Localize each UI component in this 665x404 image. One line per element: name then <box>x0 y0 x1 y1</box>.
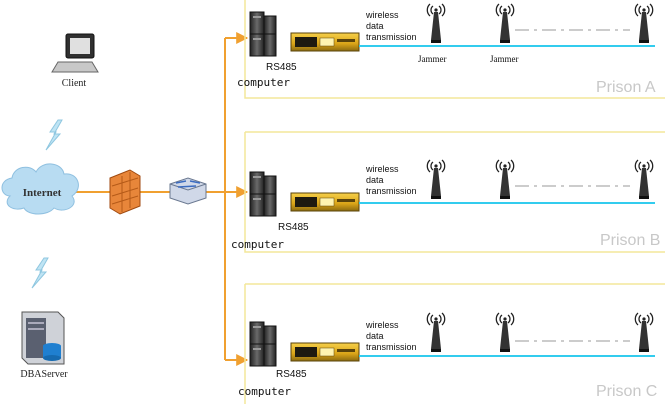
jammer-label: Jammer <box>490 54 519 64</box>
prison-zones <box>244 0 665 404</box>
internet-cloud <box>1 163 79 215</box>
prison-a: wireless data transmission RS485 compute… <box>237 3 656 96</box>
jammer-antenna-icon <box>426 159 446 200</box>
computer-icon <box>249 171 277 217</box>
wireless-bolt-lower <box>31 257 49 289</box>
switch-icon <box>169 177 207 205</box>
jammer-controller-device <box>290 342 360 362</box>
wireless-label-line2: data <box>366 175 384 185</box>
computer-label: computer <box>237 76 290 89</box>
jammer-controller-device <box>290 32 360 52</box>
rs485-label: RS485 <box>278 222 309 233</box>
wireless-label-line2: data <box>366 331 384 341</box>
prison-b: wireless data transmission RS485 compute… <box>231 159 660 251</box>
wireless-label-line1: wireless <box>365 164 399 174</box>
wireless-label-line3: transmission <box>366 186 417 196</box>
rs485-label: RS485 <box>266 62 297 73</box>
jammer-controller-device <box>290 192 360 212</box>
client-label: Client <box>62 78 87 89</box>
wireless-label-line1: wireless <box>365 320 399 330</box>
prison-title: Prison B <box>600 232 660 249</box>
dba-server-label: DBAServer <box>20 369 68 380</box>
prison-c: wireless data transmission RS485 compute… <box>238 312 657 400</box>
jammer-antenna-icon <box>634 159 654 200</box>
computer-label: computer <box>238 385 291 398</box>
internet-label: Internet <box>23 187 62 199</box>
jammer-antenna-icon <box>634 3 654 44</box>
prison-title: Prison C <box>596 383 657 400</box>
wireless-label-line2: data <box>366 21 384 31</box>
computer-label: computer <box>231 238 284 251</box>
jammer-label: Jammer <box>418 54 447 64</box>
jammer-antenna-icon <box>426 3 446 44</box>
backbone-links <box>60 32 249 366</box>
rs485-label: RS485 <box>276 369 307 380</box>
wireless-label-line1: wireless <box>365 10 399 20</box>
jammer-antenna-icon <box>495 3 515 44</box>
jammer-antenna-icon <box>634 312 654 353</box>
computer-icon <box>249 321 277 367</box>
prison-title: Prison A <box>596 79 656 96</box>
wireless-bolt-upper <box>45 119 63 151</box>
jammer-antenna-icon <box>426 312 446 353</box>
firewall-icon <box>109 169 141 215</box>
wireless-label-line3: transmission <box>366 32 417 42</box>
dba-server-icon <box>21 311 65 365</box>
jammer-antenna-icon <box>495 312 515 353</box>
computer-icon <box>249 11 277 57</box>
jammer-antenna-icon <box>495 159 515 200</box>
wireless-label-line3: transmission <box>366 342 417 352</box>
client-icon <box>51 33 99 73</box>
